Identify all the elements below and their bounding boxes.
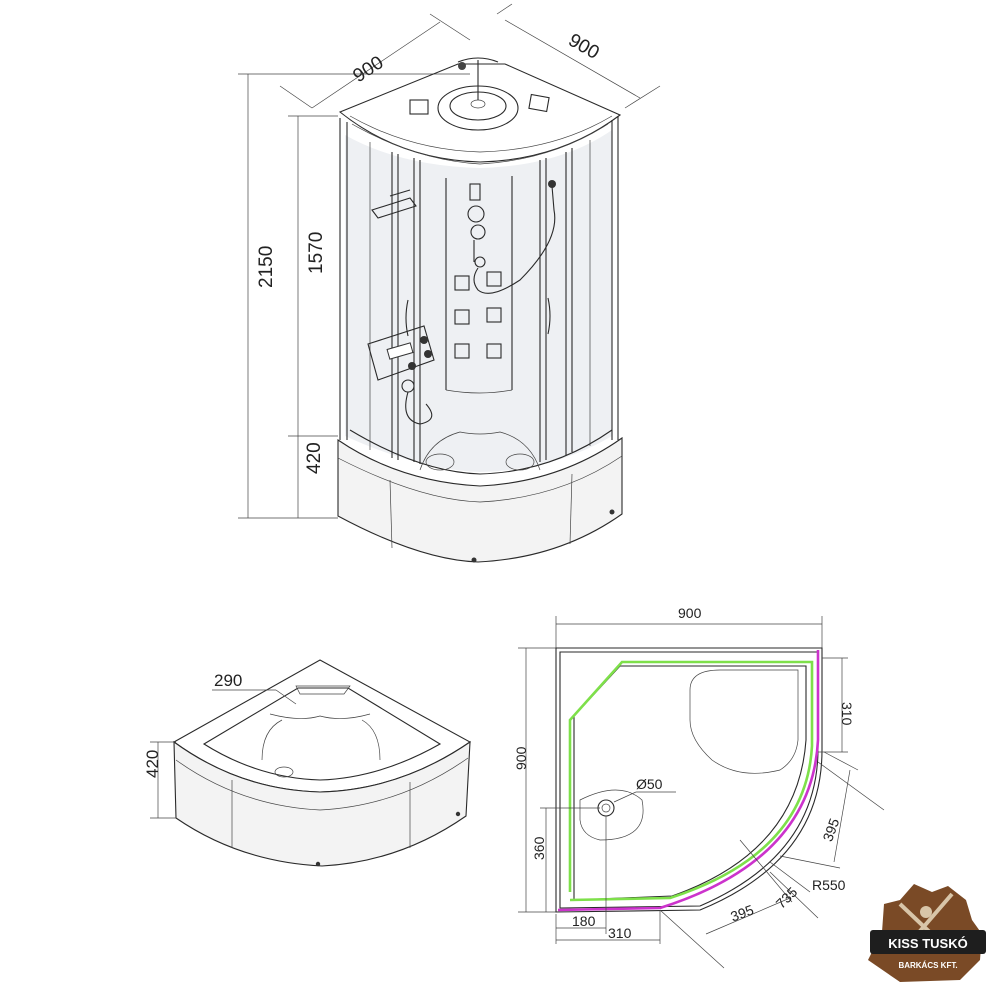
drain	[597, 799, 615, 817]
roof-light-left	[409, 99, 429, 115]
cabin-fittings	[367, 180, 556, 425]
plan-depth-label: 900	[513, 746, 529, 770]
tray-height-label: 420	[304, 442, 325, 474]
cabin-frame	[339, 116, 619, 472]
cabin-height-label: 1570	[306, 232, 327, 274]
frame-line-magenta	[557, 650, 820, 912]
height-dimensions: 2150 1570 420	[238, 73, 470, 519]
side-panel-label: 310	[839, 702, 855, 726]
arc-segment-bottom-label: 395	[728, 901, 756, 924]
drain-diameter-label: Ø50	[636, 776, 663, 792]
tray-view-height-label: 420	[143, 750, 162, 778]
control-panel	[367, 325, 435, 381]
cabin-roof	[338, 57, 622, 165]
cabin-base	[337, 429, 623, 563]
massage-jet	[486, 307, 502, 323]
arc-segment-right-label: 395	[819, 816, 842, 844]
drain-offset-y-label: 360	[531, 836, 547, 860]
logo-name: KISS TUSKÓ	[888, 936, 967, 951]
plan-width-label: 900	[678, 605, 702, 621]
massage-jet	[454, 343, 470, 359]
total-height-label: 2150	[256, 246, 277, 288]
bottom-panel-label: 310	[608, 925, 632, 941]
logo-banner	[870, 930, 986, 954]
seat-depth-label: 290	[214, 671, 242, 690]
cabin-width-left-label: 900	[349, 52, 387, 87]
massage-jet	[454, 309, 470, 325]
diagonal-label: 735	[773, 884, 801, 912]
massage-jet	[486, 343, 502, 359]
massage-jet	[486, 271, 502, 287]
radius-label: R550	[812, 877, 846, 893]
tray-view: 290 420	[143, 659, 472, 867]
massage-jet	[454, 275, 470, 291]
roof-light-right	[528, 93, 550, 113]
frame-line-green	[568, 660, 814, 902]
shower-cabin-view: 900 900 2150 1570 420	[238, 3, 661, 563]
cabin-width-right-label: 900	[565, 30, 603, 64]
plan-view: 900 900 310 Ø50 360	[513, 605, 885, 969]
logo-tagline: BARKÁCS KFT.	[898, 961, 957, 970]
company-logo: KISS TUSKÓ BARKÁCS KFT.	[868, 884, 986, 982]
drain-offset-x-label: 180	[572, 913, 596, 929]
